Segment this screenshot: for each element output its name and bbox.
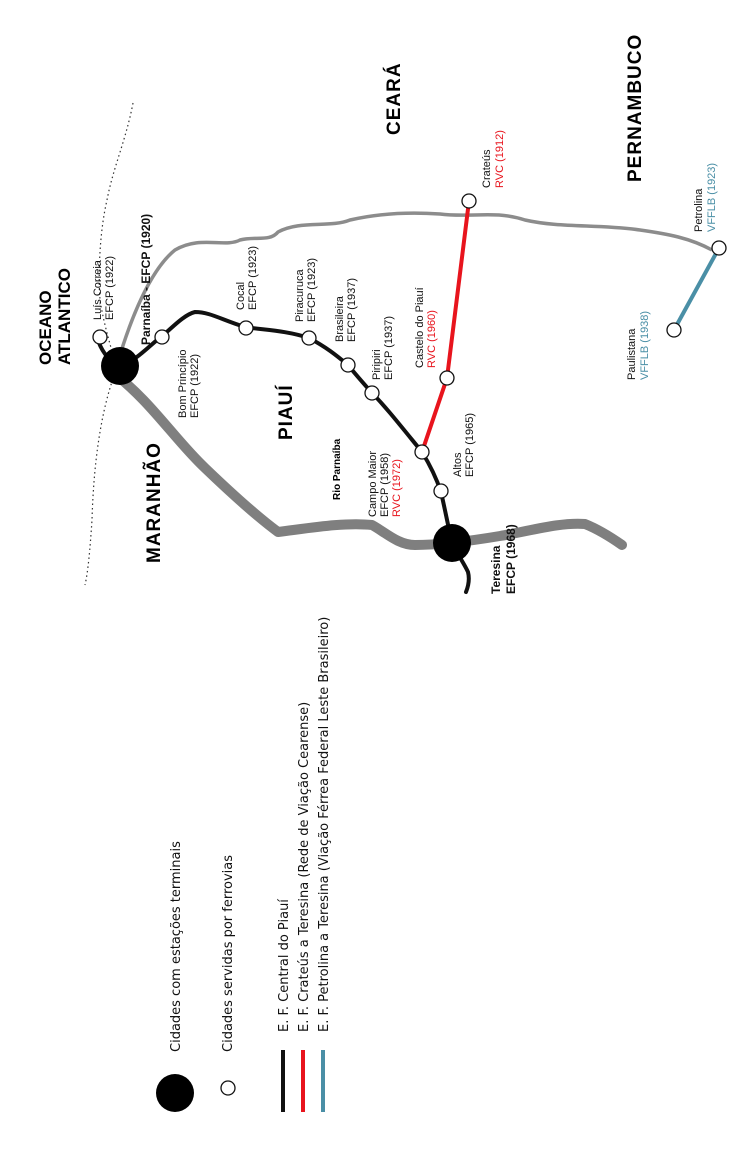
river-parnaiba [107, 367, 627, 550]
state-ceara: CEARÁ [383, 62, 405, 135]
label-altos: Altos EFCP (1965) [452, 413, 476, 477]
label-piracuruca: Piracuruca EFCP (1923) [294, 258, 318, 322]
station-cocal [238, 320, 254, 336]
station-paulistana [666, 322, 682, 338]
label-petrolina: Petrolina VFFLB (1923) [693, 163, 718, 232]
legend-rvc-label: E. F. Crateús a Teresina (Rede de Viação… [297, 702, 312, 1032]
label-paulistana: Paulistana VFFLB (1938) [626, 311, 651, 380]
state-maranhao: MARANHÃO [143, 442, 165, 563]
label-parnaiba: Parnaíba - EFCP (1920) [139, 214, 153, 345]
terminal-parnaiba [101, 347, 139, 385]
station-piracuruca [301, 330, 317, 346]
legend-efcp-label: E. F. Central do Piauí [277, 899, 292, 1032]
legend-terminal-symbol [156, 1074, 194, 1112]
legend-served-label: Cidades servidas por ferrovias [221, 855, 236, 1052]
station-bom-principio [154, 329, 170, 345]
line-vfflb [672, 247, 721, 331]
label-brasileira: Brasileira EFCP (1937) [334, 278, 358, 342]
terminal-teresina [433, 524, 471, 562]
station-altos [433, 483, 449, 499]
station-crateus [461, 193, 477, 209]
state-piaui: PIAUÍ [275, 384, 297, 440]
state-pernambuco: PERNAMBUCO [625, 34, 646, 182]
label-luis-correia: Luís Correia EFCP (1922) [92, 256, 116, 320]
label-piripiri: Piripiri EFCP (1937) [371, 316, 395, 380]
label-crateus: Crateús RVC (1912) [481, 130, 506, 188]
station-petrolina [711, 240, 727, 256]
label-campo-maior: Campo Maior EFCP (1958) RVC (1972) [367, 448, 403, 517]
station-piripiri [364, 385, 380, 401]
state-boundary [115, 211, 713, 366]
legend-terminal-label: Cidades com estações terminais [169, 841, 184, 1052]
river-label: Rio Parnaíba [332, 438, 343, 500]
label-castelo: Castelo do Piauí RVC (1960) [414, 284, 438, 368]
station-campo-maior [414, 444, 430, 460]
legend-served-symbol [220, 1080, 236, 1096]
legend-vfflb-label: E. F. Petrolina a Teresina (Viação Férre… [317, 617, 332, 1032]
label-teresina: Teresina EFCP (1968) [489, 524, 518, 594]
label-bom-principio: Bom Princípio EFCP (1922) [177, 346, 201, 418]
ocean-label: OCEANO ATLANTICO [36, 268, 74, 365]
coastline [84, 102, 134, 586]
station-brasileira [340, 357, 356, 373]
map-area: OCEANO ATLANTICO CEARÁ PERNAMBUCO PIAUÍ … [36, 34, 727, 594]
label-cocal: Cocal EFCP (1923) [235, 246, 259, 310]
station-luis-correia [92, 329, 108, 345]
station-castelo [439, 370, 455, 386]
legend: Cidades com estações terminais Cidades s… [156, 617, 332, 1112]
